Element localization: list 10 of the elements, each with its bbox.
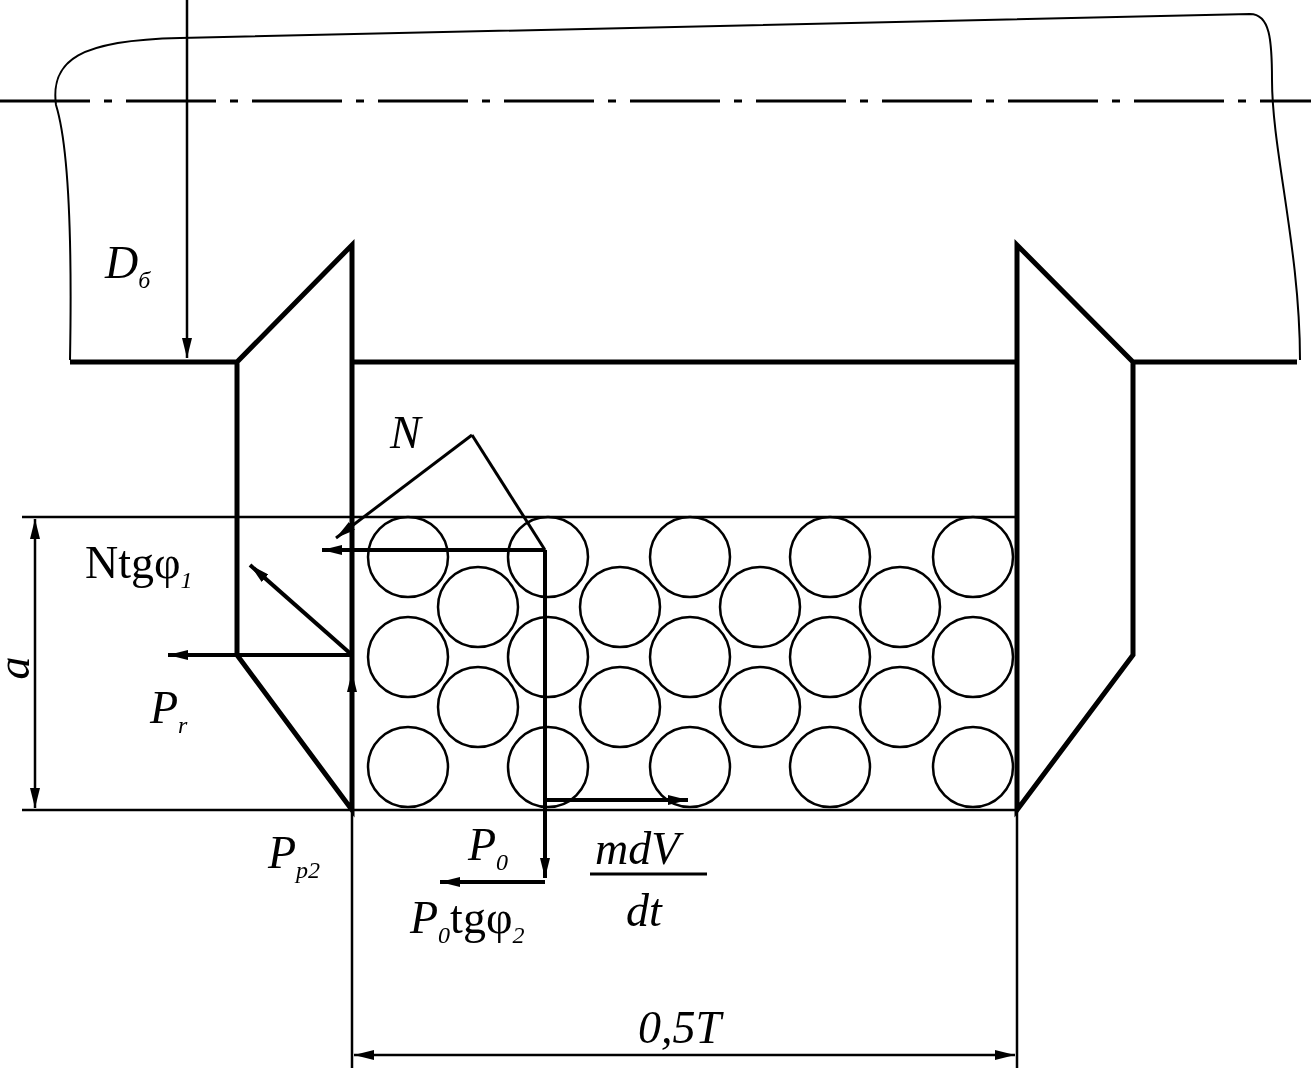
fraction-denominator: dt (626, 888, 662, 934)
dimension-label: 0,5T (638, 1005, 722, 1051)
symbol-label: P$_{p2}$ (268, 830, 321, 883)
dimension-label: a (0, 656, 37, 680)
symbol-label: Ntgφ$_{1}$ (85, 540, 193, 593)
symbol-label: P$_{0}$tgφ$_{2}$ (410, 895, 525, 948)
symbol-label: D$_{б}$ (105, 240, 151, 293)
symbol-label: P$_{r}$ (150, 685, 188, 738)
symbol-label: P$_{0}$ (468, 822, 509, 875)
symbol-label: N (390, 410, 421, 456)
